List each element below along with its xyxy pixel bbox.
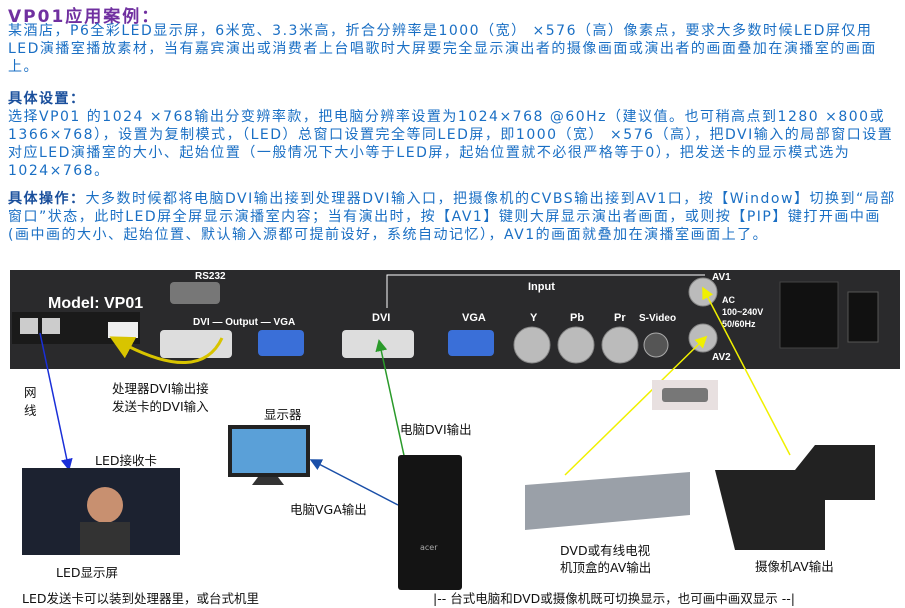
output-dvi-port bbox=[160, 330, 232, 358]
camera-cable-line bbox=[702, 286, 791, 456]
monitor-label: 显示器 bbox=[264, 407, 302, 422]
receiver-label: LED接收卡 bbox=[95, 453, 157, 468]
monitor-screen bbox=[232, 429, 306, 473]
dvd-label-line1: DVD或有线电视 bbox=[560, 543, 651, 558]
operation-section: 具体操作：大多数时候都将电脑DVI输出接到处理器DVI输入口，把摄像机的CVBS… bbox=[8, 190, 898, 244]
sender-dvi-port bbox=[108, 322, 138, 338]
panel-dvi: DVI bbox=[372, 312, 390, 324]
panel-ac-freq: 50/60Hz bbox=[722, 319, 756, 329]
footer-left: LED发送卡可以装到处理器里，或台式机里 bbox=[22, 591, 259, 606]
led-screen-person-body bbox=[80, 522, 130, 555]
camera-image bbox=[715, 445, 875, 550]
network-label: 网线 bbox=[24, 385, 37, 418]
dvi-callout-line2: 发送卡的DVI输入 bbox=[112, 399, 209, 414]
panel-y: Y bbox=[530, 312, 538, 324]
pc-vga-label: 电脑VGA输出 bbox=[290, 502, 367, 517]
pr-bnc bbox=[601, 326, 639, 364]
y-bnc bbox=[513, 326, 551, 364]
tower-brand: acer bbox=[420, 543, 438, 552]
power-socket bbox=[779, 281, 839, 349]
pc-tower-image bbox=[398, 455, 462, 590]
settings-body: 选择VP01 的1024 ×768输出分变辨率款，把电脑分辨率设置为1024×7… bbox=[8, 109, 894, 179]
power-switch[interactable] bbox=[847, 291, 879, 343]
led-screen-label: LED显示屏 bbox=[56, 565, 118, 580]
operation-heading: 具体操作： bbox=[8, 191, 86, 207]
dvi-cable-line bbox=[375, 339, 406, 461]
output-vga-port bbox=[258, 330, 304, 356]
rj45-port bbox=[20, 318, 38, 334]
av2-bnc bbox=[688, 323, 718, 353]
panel-output: DVI — Output — VGA bbox=[193, 317, 295, 328]
dvi-loop-arrow bbox=[109, 336, 224, 364]
dvi-callout-line1: 处理器DVI输出接 bbox=[112, 381, 209, 396]
panel-ac: AC bbox=[722, 295, 735, 305]
panel-ac-range: 100~240V bbox=[722, 307, 763, 317]
vga-cable-line bbox=[309, 459, 399, 506]
led-screen-person bbox=[87, 487, 123, 523]
input-bracket bbox=[386, 274, 705, 308]
operation-body: 大多数时候都将电脑DVI输出接到处理器DVI输入口，把摄像机的CVBS输出接到A… bbox=[8, 191, 896, 243]
panel-model: Model: VP01 bbox=[48, 295, 143, 312]
svideo-port bbox=[643, 332, 669, 358]
pc-dvi-label: 电脑DVI输出 bbox=[400, 422, 472, 437]
settings-section: 具体设置： 选择VP01 的1024 ×768输出分变辨率款，把电脑分辨率设置为1… bbox=[8, 90, 898, 180]
rj45-port bbox=[42, 318, 60, 334]
intro-text: 某酒店，P6全彩LED显示屏，6米宽、3.3米高，折合分辨率是1000（宽） ×… bbox=[8, 23, 877, 75]
panel-rs232: RS232 bbox=[195, 271, 226, 282]
input-dvi-port bbox=[342, 330, 414, 358]
monitor-stand bbox=[252, 477, 284, 485]
panel-av2: AV2 bbox=[712, 352, 731, 363]
dvd-cable-line bbox=[564, 335, 708, 476]
panel-vga: VGA bbox=[462, 312, 486, 324]
rs232-port bbox=[170, 282, 220, 304]
footer-right: |-- 台式电脑和DVD或摄像机既可切换显示，也可画中画双显示 --| bbox=[433, 591, 795, 606]
input-vga-port bbox=[448, 330, 494, 356]
bnc-adapter-body bbox=[662, 388, 708, 402]
panel-svideo: S-Video bbox=[639, 313, 676, 324]
panel-input: Input bbox=[528, 281, 555, 293]
settings-heading: 具体设置： bbox=[8, 91, 86, 107]
network-cable-line bbox=[39, 332, 73, 471]
page-title: VP01应用案例： bbox=[8, 7, 161, 27]
dvd-label-line2: 机顶盒的AV输出 bbox=[560, 560, 652, 575]
panel-av1: AV1 bbox=[712, 272, 731, 283]
pb-bnc bbox=[557, 326, 595, 364]
panel-pr: Pr bbox=[614, 312, 626, 324]
dvd-player-image bbox=[525, 472, 690, 530]
panel-pb: Pb bbox=[570, 312, 584, 324]
camera-label: 摄像机AV输出 bbox=[755, 559, 834, 574]
